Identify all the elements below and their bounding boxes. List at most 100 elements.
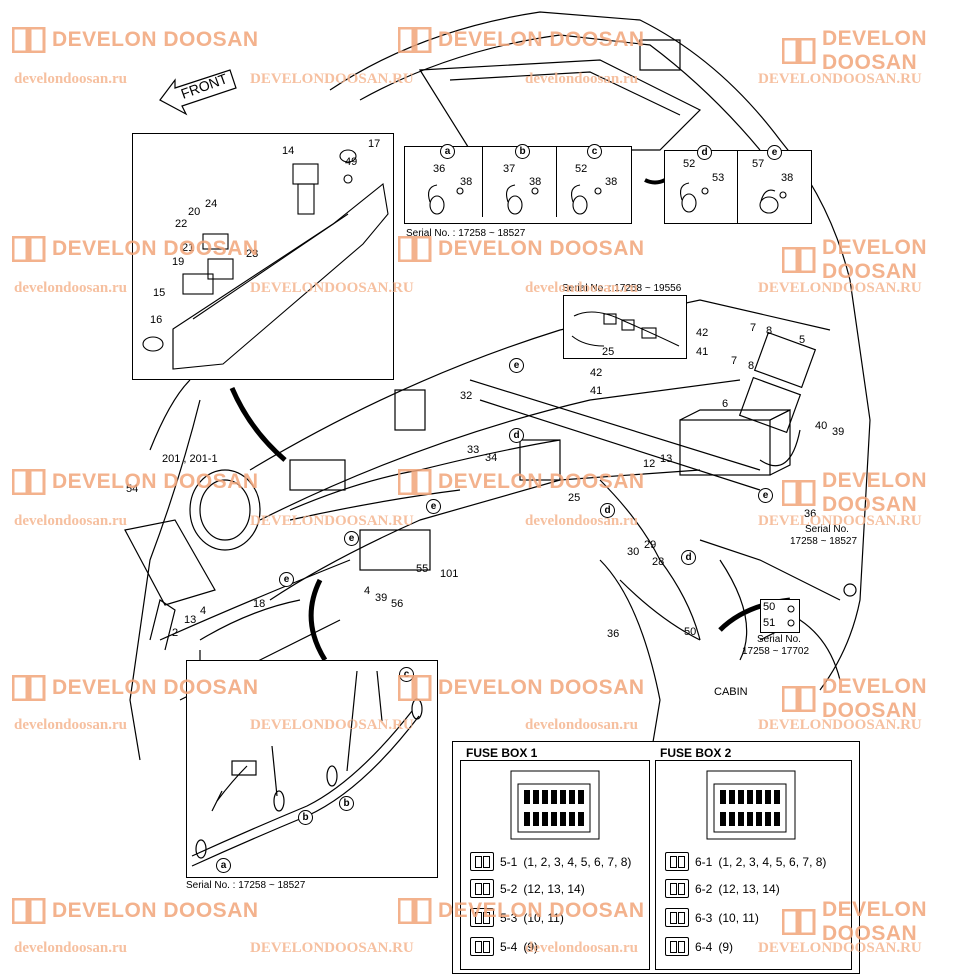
- watermark-logo-icon: [397, 468, 432, 496]
- fuse-box-2-row-3: 6-3 (10, 11): [665, 908, 759, 927]
- clamp-drawings-de: [680, 182, 787, 214]
- fuse-slot: [738, 790, 744, 804]
- fuse-box-1-row-2: 5-2 (12, 13, 14): [470, 879, 585, 898]
- part-56: 56: [391, 598, 404, 610]
- part-57: 57: [752, 158, 765, 170]
- harness-detail-drawing: [191, 670, 423, 867]
- watermark-logo-icon: [11, 897, 46, 925]
- fuse-slot: [765, 812, 771, 826]
- part-25-a: 25: [602, 346, 615, 358]
- watermark-logo-icon: [397, 897, 432, 925]
- watermark-logo-icon: [781, 37, 816, 65]
- part-53: 53: [712, 172, 725, 184]
- part-6: 6: [722, 398, 729, 410]
- part-38-d: 38: [781, 172, 794, 184]
- fuse-slot: [747, 790, 753, 804]
- part-50-b: 50: [763, 601, 776, 613]
- fuse-slot: [756, 812, 762, 826]
- fuse-box-2-row-4: 6-4 (9): [665, 937, 733, 956]
- watermark-logo-icon: [11, 26, 46, 54]
- fuse-slot: [756, 790, 762, 804]
- fuse-box-2-row-2: 6-2 (12, 13, 14): [665, 879, 780, 898]
- console-detail-inset: [132, 133, 394, 380]
- part-23: 23: [246, 248, 259, 260]
- part-39-a: 39: [832, 426, 845, 438]
- part-52-b: 52: [683, 158, 696, 170]
- fuse-box-1-row-3: 5-3 (10, 11): [470, 908, 564, 927]
- watermark-url: develondoosan.ru: [525, 71, 638, 87]
- part-52-a: 52: [575, 163, 588, 175]
- watermark-url: DEVELONDOOSAN.RU: [758, 940, 922, 956]
- serial-17258-17702-1: Serial No.: [757, 634, 801, 645]
- fuse-slot: [533, 790, 539, 804]
- part-19: 19: [172, 256, 185, 268]
- bolt-detail-drawing: [787, 605, 795, 627]
- watermark-logo-icon: [11, 468, 46, 496]
- fuse-icon: [665, 908, 689, 927]
- part-36-b: 36: [804, 508, 817, 520]
- part-36-a: 36: [433, 163, 446, 175]
- serial-17258-18527-right-1: Serial No.: [805, 524, 849, 535]
- fuse-slot: [765, 790, 771, 804]
- fuse-slot: [524, 812, 530, 826]
- fuse-icon: [470, 879, 494, 898]
- part-40: 40: [815, 420, 828, 432]
- watermark-logo-icon: [781, 479, 816, 507]
- callout-c-top: c: [587, 144, 602, 159]
- fuse-slot: [774, 812, 780, 826]
- part-20: 20: [188, 206, 201, 218]
- callout-e-2: e: [426, 499, 441, 514]
- callout-d-1: d: [509, 428, 524, 443]
- fuse-slot: [533, 812, 539, 826]
- part-41-a: 41: [696, 346, 709, 358]
- fuse-icon: [665, 879, 689, 898]
- watermark-logo: DEVELON DOOSAN: [781, 27, 980, 75]
- part-7-a: 7: [750, 322, 757, 334]
- part-15: 15: [153, 287, 166, 299]
- part-38-b: 38: [529, 176, 542, 188]
- watermark-logo: DEVELON DOOSAN: [781, 898, 980, 946]
- watermark-logo-icon: [781, 685, 816, 713]
- part-4-b: 4: [200, 605, 207, 617]
- watermark-logo-icon: [11, 235, 46, 263]
- part-13-a: 13: [660, 453, 673, 465]
- fuse-box-2-row-1: 6-1 (1, 2, 3, 4, 5, 6, 7, 8): [665, 852, 826, 871]
- part-28: 28: [652, 556, 665, 568]
- callout-a-top: a: [440, 144, 455, 159]
- part-14: 14: [282, 145, 295, 157]
- callout-a-bottom: a: [216, 858, 231, 873]
- part-16: 16: [150, 314, 163, 326]
- watermark-logo: DEVELON DOOSAN: [11, 26, 259, 54]
- part-7-b: 7: [731, 355, 738, 367]
- fuse-icon: [470, 908, 494, 927]
- part-50-a: 50: [684, 626, 697, 638]
- callout-e-3: e: [344, 531, 359, 546]
- fuse-slot: [569, 790, 575, 804]
- watermark-url: DEVELONDOOSAN.RU: [758, 71, 922, 87]
- fuse-slot: [551, 790, 557, 804]
- callout-b-bottom-1: b: [339, 796, 354, 811]
- watermark-url: develondoosan.ru: [14, 280, 127, 296]
- fuse-icon: [470, 937, 494, 956]
- part-38-c: 38: [605, 176, 618, 188]
- watermark-url: DEVELONDOOSAN.RU: [250, 71, 414, 87]
- watermark-logo-icon: [397, 235, 432, 263]
- part-22: 22: [175, 218, 188, 230]
- part-41-b: 41: [590, 385, 603, 397]
- callout-e-5: e: [758, 488, 773, 503]
- watermark-url: DEVELONDOOSAN.RU: [758, 513, 922, 529]
- watermark-url: develondoosan.ru: [14, 940, 127, 956]
- part-33: 33: [467, 444, 480, 456]
- fuse-slot: [578, 790, 584, 804]
- fuse-slot: [747, 812, 753, 826]
- watermark-url: DEVELONDOOSAN.RU: [758, 280, 922, 296]
- part-38-a: 38: [460, 176, 473, 188]
- watermark-url: DEVELONDOOSAN.RU: [250, 513, 414, 529]
- fuse-box-1-drawing: [510, 770, 600, 840]
- clamp-detail-inset-de: [664, 150, 812, 224]
- fuse-box-1-title: FUSE BOX 1: [466, 746, 538, 760]
- part-55: 55: [416, 563, 429, 575]
- watermark-url: develondoosan.ru: [525, 717, 638, 733]
- part-37: 37: [503, 163, 516, 175]
- part-4-a: 4: [364, 585, 371, 597]
